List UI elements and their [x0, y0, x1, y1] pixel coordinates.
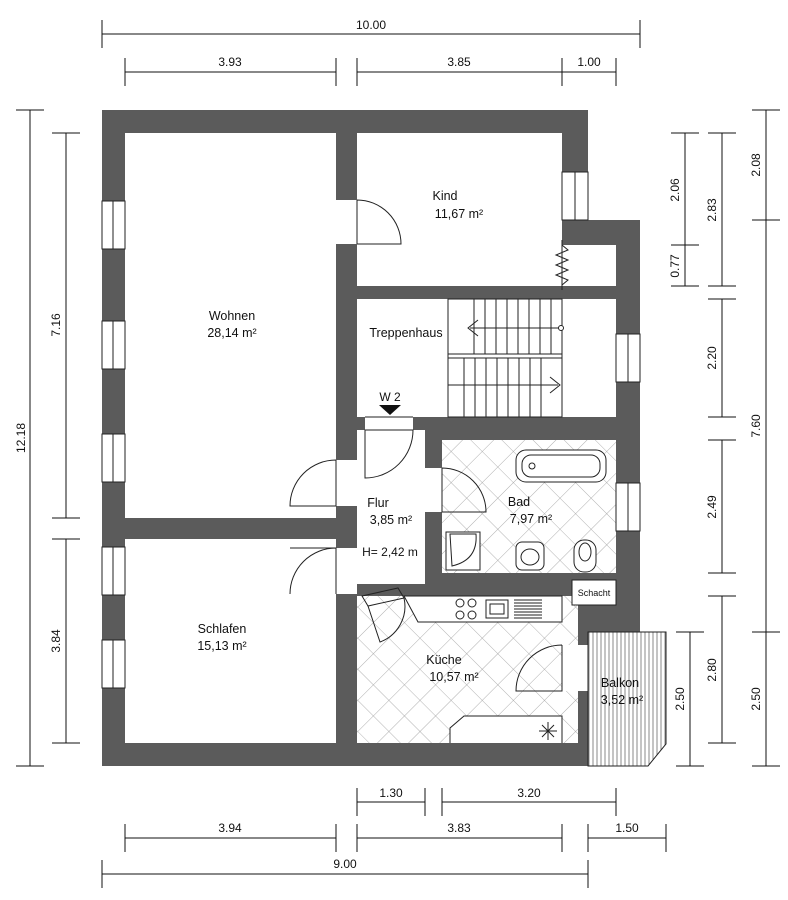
dim-bottom-4: 3.83 [447, 821, 471, 835]
dim-right-a2: 0.77 [668, 254, 682, 278]
room-name-schlafen: Schlafen [198, 622, 247, 636]
dim-right-b2: 2.20 [705, 346, 719, 370]
room-name-bad: Bad [508, 495, 530, 509]
room-labels: Wohnen 28,14 m² Kind 11,67 m² Treppenhau… [197, 189, 643, 707]
doors [289, 199, 588, 692]
dim-right-c1: 2.08 [749, 153, 763, 177]
room-area-kueche: 10,57 m² [429, 670, 478, 684]
dimension-lines: 10.00 3.93 3.85 1.00 12.18 7.16 3.84 2.0… [14, 18, 780, 888]
dim-right-c2: 7.60 [749, 414, 763, 438]
entrance-label: W 2 [379, 390, 401, 404]
dim-right-b3: 2.49 [705, 495, 719, 519]
room-name-kueche: Küche [426, 653, 461, 667]
room-name-flur: Flur [367, 496, 389, 510]
room-name-treppenhaus: Treppenhaus [369, 326, 442, 340]
kitchen-fixtures [403, 595, 563, 743]
dim-right-balcony: 2.50 [673, 687, 687, 711]
room-area-bad: 7,97 m² [510, 512, 552, 526]
dim-right-a1: 2.06 [668, 178, 682, 202]
room-area-wohnen: 28,14 m² [207, 326, 256, 340]
dim-top-3: 1.00 [577, 55, 601, 69]
dim-bottom-overall: 9.00 [333, 857, 357, 871]
staircase [447, 240, 570, 418]
room-area-kind: 11,67 m² [435, 207, 483, 221]
dim-left-lower: 3.84 [49, 629, 63, 653]
room-area-schlafen: 15,13 m² [197, 639, 246, 653]
room-name-balkon: Balkon [601, 676, 639, 690]
dim-right-c3: 2.50 [749, 687, 763, 711]
dim-top-1: 3.93 [218, 55, 242, 69]
room-height-flur: H= 2,42 m [362, 545, 418, 559]
dim-bottom-2: 3.20 [517, 786, 541, 800]
room-area-flur: 3,85 m² [370, 513, 412, 527]
room-name-schacht: Schacht [578, 588, 611, 598]
room-name-wohnen: Wohnen [209, 309, 255, 323]
dim-top-overall: 10.00 [356, 18, 386, 32]
walls [102, 110, 640, 766]
room-area-balkon: 3,52 m² [601, 693, 643, 707]
windows [101, 171, 641, 689]
dim-bottom-5: 1.50 [615, 821, 639, 835]
dim-bottom-1: 1.30 [379, 786, 403, 800]
room-name-kind: Kind [432, 189, 457, 203]
entrance-marker-icon [379, 405, 401, 415]
dim-right-b4: 2.80 [705, 658, 719, 682]
dim-right-b1: 2.83 [705, 198, 719, 222]
dim-bottom-3: 3.94 [218, 821, 242, 835]
dim-left-outer: 12.18 [14, 423, 28, 453]
dim-top-2: 3.85 [447, 55, 471, 69]
dim-left-upper: 7.16 [49, 313, 63, 337]
balcony-shaft [571, 579, 667, 767]
bath-fixtures [445, 449, 607, 573]
